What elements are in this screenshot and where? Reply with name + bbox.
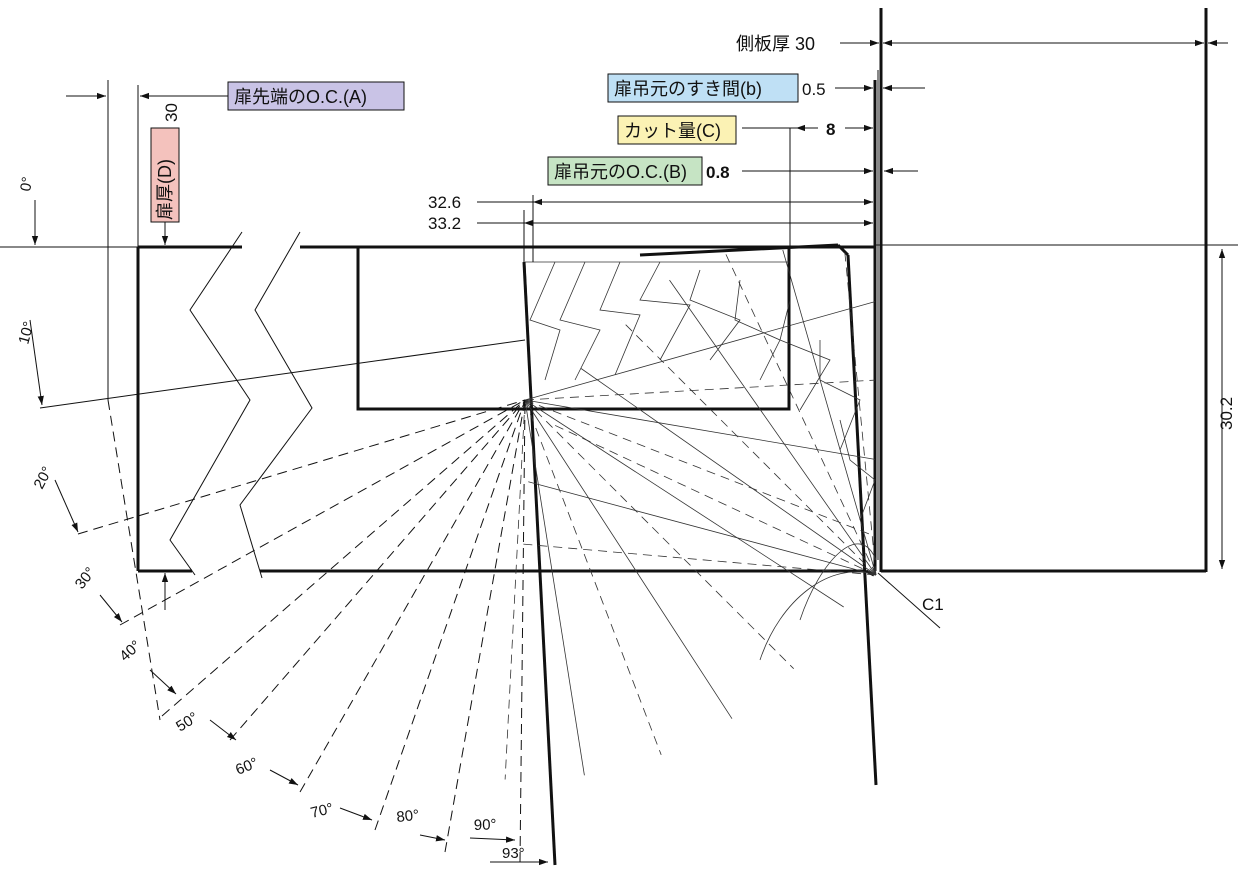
svg-text:側板厚 30: 側板厚 30 xyxy=(736,34,815,54)
svg-text:20°: 20° xyxy=(31,464,57,492)
svg-text:50°: 50° xyxy=(173,709,201,735)
swing-line xyxy=(504,399,526,780)
svg-text:32.6: 32.6 xyxy=(428,193,461,212)
side-panel xyxy=(876,8,1238,573)
dimension-values: 32.6 33.2 30.2 C1 xyxy=(428,193,1236,614)
swing-line xyxy=(621,320,877,576)
hinge-cup-recess xyxy=(356,245,791,411)
svg-text:0°: 0° xyxy=(17,176,36,193)
swing-line xyxy=(528,481,877,576)
label-oc-a: 扉先端のO.C.(A) xyxy=(227,81,405,111)
svg-text:80°: 80° xyxy=(396,807,420,826)
swing-line xyxy=(524,301,876,401)
svg-text:0.8: 0.8 xyxy=(706,163,730,182)
svg-text:60°: 60° xyxy=(233,754,260,778)
swing-line xyxy=(524,399,876,460)
svg-text:扉先端のO.C.(A): 扉先端のO.C.(A) xyxy=(234,87,367,107)
label-gap-b: 扉吊元のすき間(b) 0.5 xyxy=(607,73,826,103)
label-oc-b: 扉吊元のO.C.(B) 0.8 xyxy=(547,156,730,186)
swing-line xyxy=(524,379,876,401)
swing-line xyxy=(524,399,733,719)
svg-text:0.5: 0.5 xyxy=(802,80,826,99)
angle-labels: 0° 10° 20° 30° 40° 50° 60° 70° 80° 90° 9… xyxy=(15,176,524,862)
svg-text:40°: 40° xyxy=(116,637,144,665)
svg-text:扉吊元のO.C.(B): 扉吊元のO.C.(B) xyxy=(554,162,687,182)
svg-text:10°: 10° xyxy=(15,320,37,346)
svg-text:70°: 70° xyxy=(309,800,335,822)
svg-text:8: 8 xyxy=(826,120,835,139)
swing-line xyxy=(524,399,876,537)
svg-text:カット量(C): カット量(C) xyxy=(624,121,721,141)
svg-text:C1: C1 xyxy=(922,595,944,614)
swing-line xyxy=(723,249,877,576)
swing-line xyxy=(549,422,877,576)
svg-text:90°: 90° xyxy=(474,816,497,834)
swing-line xyxy=(669,279,877,576)
svg-text:30: 30 xyxy=(162,103,181,122)
swing-line xyxy=(524,399,662,755)
hinge-swing-lines xyxy=(504,243,878,866)
label-side-panel: 側板厚 30 xyxy=(736,34,815,54)
swing-line xyxy=(524,399,844,608)
svg-text:93°: 93° xyxy=(502,845,525,862)
svg-text:扉厚(D): 扉厚(D) xyxy=(155,159,175,220)
swing-line xyxy=(782,249,877,576)
swing-line xyxy=(524,399,585,776)
angle-reference-lines xyxy=(0,80,526,863)
svg-text:30°: 30° xyxy=(72,564,99,592)
svg-text:33.2: 33.2 xyxy=(428,214,461,233)
label-door-d: 扉厚(D) 30 xyxy=(150,103,181,223)
swing-line xyxy=(580,368,877,576)
door-closed xyxy=(136,80,877,579)
swing-line xyxy=(524,399,794,669)
label-cut-c: カット量(C) 8 xyxy=(617,115,835,145)
swing-line xyxy=(844,249,877,576)
svg-text:30.2: 30.2 xyxy=(1217,397,1236,430)
dimension-lines xyxy=(29,39,1228,866)
svg-text:扉吊元のすき間(b): 扉吊元のすき間(b) xyxy=(614,79,762,99)
